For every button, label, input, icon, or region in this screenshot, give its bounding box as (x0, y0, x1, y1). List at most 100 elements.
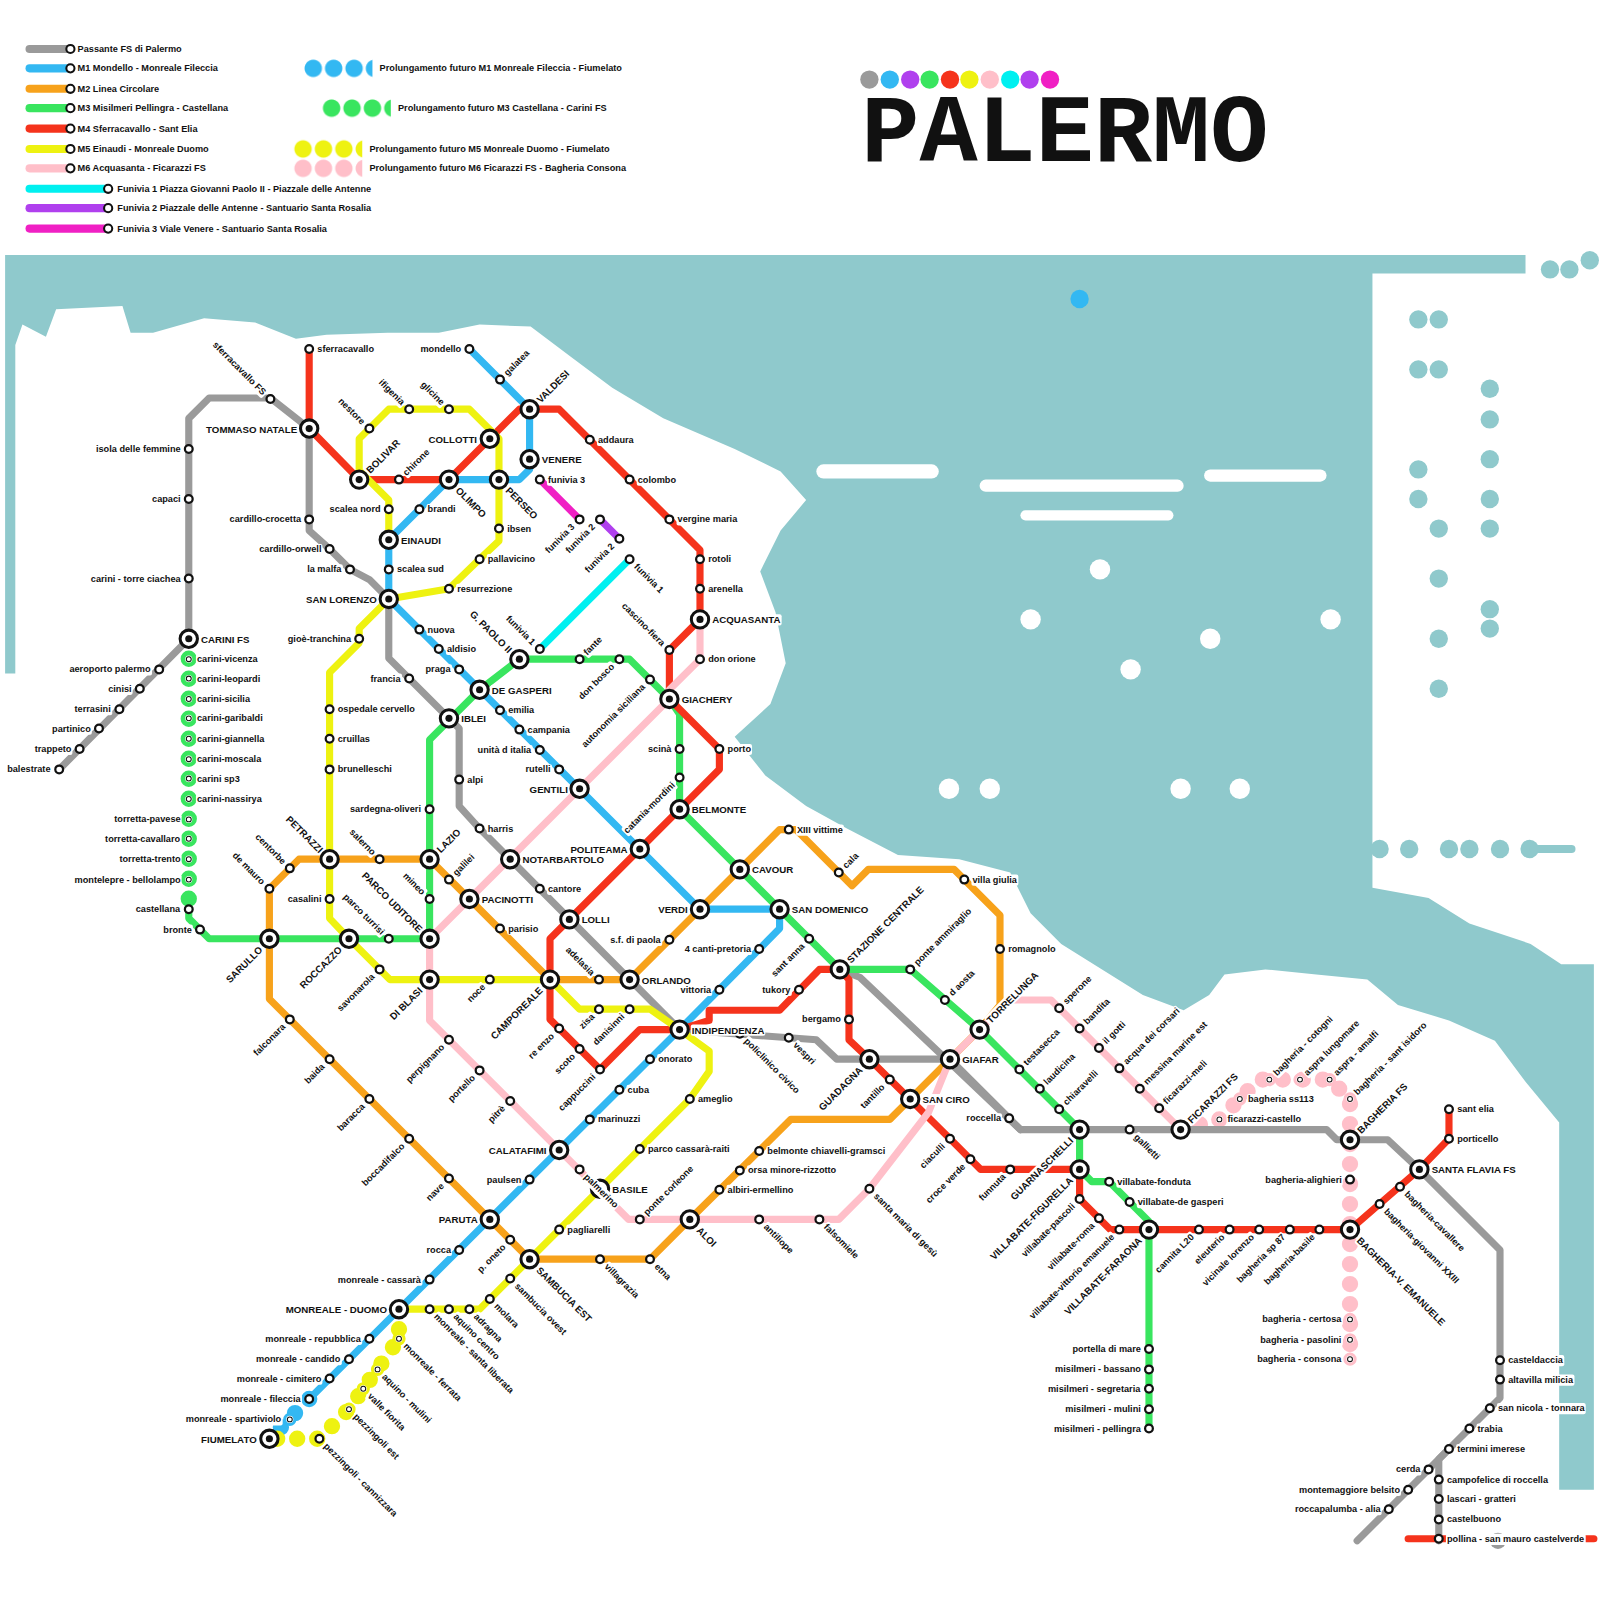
station-label: misilmeri - bassano (1054, 1364, 1142, 1375)
future-station-core (1267, 1077, 1272, 1082)
title-dot (1041, 70, 1059, 88)
station-dot (795, 986, 803, 994)
station-label: zisa (576, 1010, 598, 1032)
station-label: nuova (427, 624, 456, 635)
pier (980, 480, 1184, 492)
station-label: centorbe (252, 830, 289, 867)
station-dot (376, 855, 384, 863)
station-dot (946, 1135, 954, 1143)
station-label: marinuzzi (597, 1114, 641, 1125)
station-dot (586, 1116, 594, 1124)
station-dot (486, 976, 494, 984)
sea-dot (1481, 490, 1499, 508)
station-dot (455, 666, 463, 674)
interchange-core (495, 476, 502, 483)
future-station-core (397, 1336, 402, 1341)
sea-dot (1430, 630, 1448, 648)
station-label: terrasini (73, 704, 111, 715)
station-label: portella di mare (1071, 1343, 1141, 1354)
station-dot (385, 566, 393, 574)
legend-line-swatch (26, 124, 72, 132)
station-label: altavilla milicia (1507, 1374, 1574, 1385)
station-label: fante (581, 633, 606, 658)
station-label: ospedale cervello (337, 704, 416, 715)
station-label: villa giulia (971, 874, 1017, 885)
station-dot (1145, 1405, 1153, 1413)
metro-line (269, 830, 1000, 1260)
interchange-ring (440, 471, 457, 488)
station-dot (1095, 1044, 1103, 1052)
station-label: cerda (1395, 1464, 1422, 1475)
interchange-ring (521, 451, 538, 468)
interchange-label: COLLOTTI (428, 433, 479, 444)
future-station-core (186, 836, 191, 841)
future-station-dot (184, 694, 194, 704)
station-dot (676, 745, 684, 753)
interchange-label: NOTARBARTOLO (521, 854, 605, 865)
station-label: resurrezione (456, 583, 513, 594)
station-dot (326, 735, 334, 743)
station-label: partinico (51, 723, 92, 734)
station-label: glicine (417, 378, 447, 408)
station-label: sferracavallo FS (209, 338, 269, 398)
station-label: bergamo (801, 1014, 842, 1025)
station-label: termini imerese (1456, 1443, 1526, 1454)
station-dot (1404, 1486, 1412, 1494)
station-dot (305, 1395, 313, 1403)
future-station-dot (1324, 1074, 1334, 1084)
station-dot (1435, 1476, 1443, 1484)
pier (1204, 469, 1326, 481)
future-station-core (186, 817, 191, 822)
station-label: mineo (400, 869, 429, 898)
interchange-core (676, 806, 683, 813)
islet (1230, 779, 1250, 799)
sea-area (5, 255, 1594, 1490)
metro-line (540, 480, 580, 520)
station-label: unità d italia (477, 744, 533, 755)
station-label: 4 canti-pretoria (684, 943, 752, 954)
station-dot (616, 655, 624, 663)
station-dot (555, 766, 563, 774)
interchange-label: BASILE (611, 1183, 649, 1194)
station-dot (455, 776, 463, 784)
interchange-core (526, 406, 533, 413)
station-dot (267, 395, 275, 403)
islet (1170, 779, 1190, 799)
station-dot (385, 935, 393, 943)
station-label: emilia (507, 705, 535, 716)
legend-text: Prolungamento futuro M1 Monreale Filecci… (380, 63, 622, 74)
station-label: casalini (287, 893, 323, 904)
station-dot (385, 505, 393, 513)
legend-end-circle (103, 223, 113, 233)
future-station-dot (1235, 1094, 1245, 1104)
station-dot (476, 555, 484, 563)
station-dot (395, 476, 403, 484)
sea-dot (1409, 490, 1427, 508)
interchange-ring (521, 401, 538, 418)
station-dot (376, 966, 384, 974)
station-dot (185, 575, 193, 583)
future-station-dot (1345, 1354, 1355, 1364)
station-label: falsomiele (820, 1220, 861, 1261)
station-label: savonarola (334, 970, 378, 1014)
station-label: d aosta (946, 967, 978, 999)
station-label: re enzo (525, 1030, 557, 1062)
station-dot (696, 585, 704, 593)
interchange-core (556, 1146, 563, 1153)
station-dot (266, 885, 274, 893)
future-station-core (186, 676, 191, 681)
interchange-core (426, 935, 433, 942)
interchange-ring (1071, 1121, 1088, 1138)
station-label: carini-sicilia (196, 693, 251, 704)
station-dot (416, 505, 424, 513)
station-label: cascino-fiera (618, 599, 667, 648)
station-dot (666, 936, 674, 944)
interchange-core (866, 1056, 873, 1063)
future-station-core (347, 1407, 352, 1412)
station-dot (366, 425, 374, 433)
sea-dot (1409, 460, 1427, 478)
legend-text: M1 Mondello - Monreale Fileccia (78, 63, 218, 74)
interchange-ring (621, 971, 638, 988)
station-dot (1496, 1356, 1504, 1364)
title-dot (901, 70, 919, 88)
